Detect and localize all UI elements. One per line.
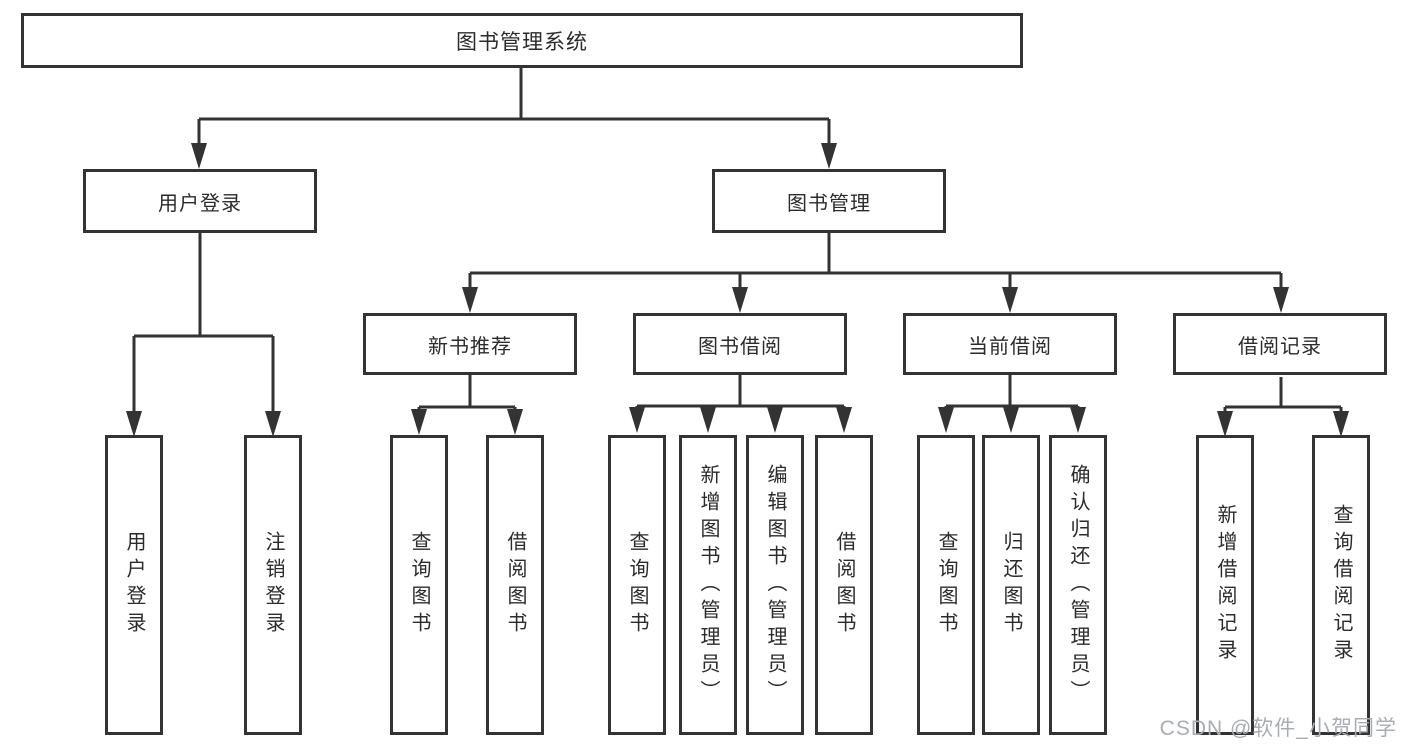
- arrowhead: [1333, 411, 1349, 437]
- connector-user-login-to-leaves: [126, 233, 281, 437]
- node-label: 新增借阅记录: [1214, 504, 1236, 666]
- connector-borrow-records-to-leaves: [1217, 377, 1349, 437]
- node-label: 查询图书: [626, 531, 648, 639]
- arrowhead: [507, 409, 523, 435]
- leaf-edit-books-admin: 编辑图书（管理员）: [746, 435, 804, 735]
- connector-book-management-to-level3: [462, 233, 1289, 313]
- connector-new-book-recommend-to-leaves: [411, 375, 523, 435]
- node-new-book-recommend: 新书推荐: [363, 313, 577, 375]
- node-label: 归还图书: [1000, 531, 1022, 639]
- node-label: 当前借阅: [968, 335, 1052, 358]
- connector-root-to-level2: [191, 68, 837, 169]
- leaf-logout: 注销登录: [244, 435, 302, 735]
- node-library-management-system: 图书管理系统: [21, 13, 1023, 68]
- leaf-query-borrow-record: 查询借阅记录: [1312, 435, 1370, 735]
- arrowhead: [1273, 287, 1289, 313]
- leaf-add-borrow-record: 新增借阅记录: [1196, 435, 1254, 735]
- leaf-add-books-admin: 新增图书（管理员）: [679, 435, 737, 735]
- arrowhead: [821, 143, 837, 169]
- node-label: 图书借阅: [698, 335, 782, 358]
- node-label: 查询借阅记录: [1330, 504, 1352, 666]
- arrowhead: [1070, 407, 1086, 433]
- node-label: 借阅记录: [1238, 335, 1322, 358]
- leaf-borrow-books: 借阅图书: [815, 435, 873, 735]
- node-label: 用户登录: [123, 531, 145, 639]
- node-label: 查询图书: [408, 531, 430, 639]
- connector-book-borrow-to-leaves: [629, 375, 852, 433]
- arrowhead: [126, 411, 142, 437]
- arrowhead: [767, 407, 783, 433]
- node-label: 图书管理: [787, 192, 871, 215]
- arrowhead: [1002, 287, 1018, 313]
- arrowhead: [938, 407, 954, 433]
- csdn-watermark: CSDN @软件_小贺同学: [1159, 717, 1397, 740]
- node-label: 编辑图书（管理员）: [764, 463, 786, 707]
- node-current-borrow: 当前借阅: [903, 313, 1117, 375]
- arrowhead: [1217, 411, 1233, 437]
- node-book-management: 图书管理: [712, 169, 946, 233]
- node-label: 查询图书: [935, 531, 957, 639]
- node-label: 用户登录: [158, 192, 242, 215]
- leaf-confirm-return-admin: 确认归还（管理员）: [1049, 435, 1107, 735]
- node-label: 注销登录: [262, 531, 284, 639]
- leaf-return-books: 归还图书: [982, 435, 1040, 735]
- node-label: 借阅图书: [504, 531, 526, 639]
- arrowhead: [462, 287, 478, 313]
- arrowhead: [700, 407, 716, 433]
- node-label: 新增图书（管理员）: [697, 463, 719, 707]
- node-user-login: 用户登录: [83, 169, 317, 233]
- arrowhead: [836, 407, 852, 433]
- node-book-borrow: 图书借阅: [633, 313, 847, 375]
- node-label: 确认归还（管理员）: [1067, 463, 1089, 707]
- node-label: 图书管理系统: [456, 29, 588, 54]
- arrowhead: [191, 143, 207, 169]
- leaf-query-books: 查询图书: [917, 435, 975, 735]
- leaf-query-books: 查询图书: [390, 435, 448, 735]
- arrowhead: [1003, 407, 1019, 433]
- node-label: 借阅图书: [833, 531, 855, 639]
- arrowhead: [732, 287, 748, 313]
- arrowhead: [411, 409, 427, 435]
- leaf-query-books: 查询图书: [608, 435, 666, 735]
- leaf-user-login: 用户登录: [105, 435, 163, 735]
- arrowhead: [265, 411, 281, 437]
- connector-current-borrow-to-leaves: [938, 375, 1086, 433]
- arrowhead: [629, 407, 645, 433]
- node-borrow-records: 借阅记录: [1173, 313, 1387, 375]
- leaf-borrow-books: 借阅图书: [486, 435, 544, 735]
- node-label: 新书推荐: [428, 335, 512, 358]
